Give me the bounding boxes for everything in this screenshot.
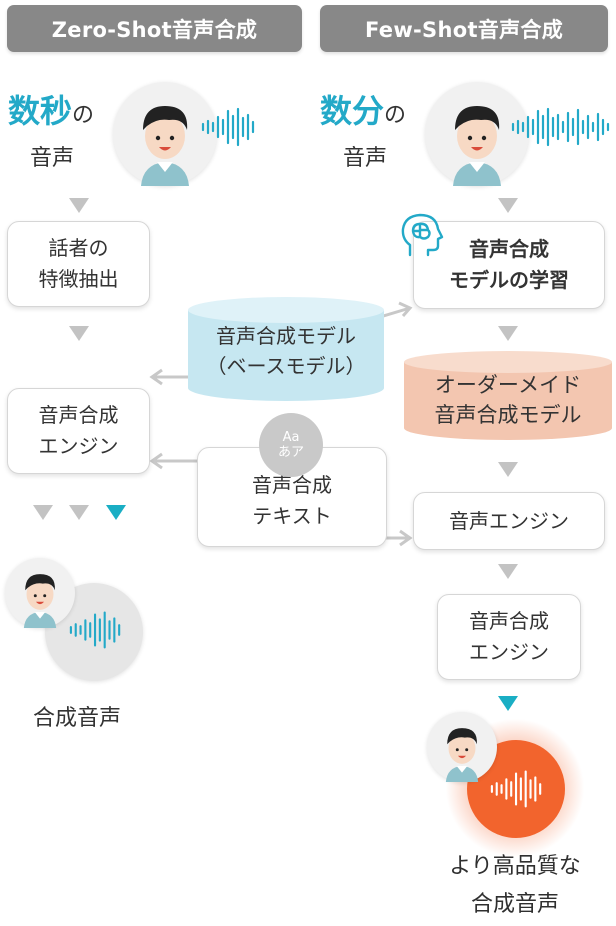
down-triangle-icon: [498, 696, 518, 711]
arrow-icon: [149, 452, 163, 470]
voice-engine-box: 音声エンジン: [413, 492, 605, 550]
down-triangle-icon: [498, 462, 518, 477]
left-engine-line2: エンジン: [38, 434, 119, 458]
badge-line1: Aa: [282, 430, 300, 445]
arrow-icon: [398, 301, 413, 317]
text-box-line1: 音声合成: [252, 473, 332, 497]
arrow-icon: [149, 368, 163, 386]
custom-model-text: オーダーメイド 音声合成モデル: [402, 367, 614, 433]
model-training-box: 音声合成 モデルの学習: [413, 221, 605, 309]
person-avatar-icon: [113, 82, 217, 186]
down-triangle-icon: [69, 198, 89, 213]
right-output-line1: より高品質な: [449, 854, 581, 879]
arrow-icon: [399, 529, 413, 547]
down-triangle-icon: [69, 326, 89, 341]
person-avatar-icon: [425, 82, 529, 186]
sound-wave-icon: [69, 611, 121, 649]
base-model-line1: 音声合成モデル: [216, 324, 356, 348]
training-line1: 音声合成: [469, 237, 549, 261]
down-triangle-icon: [498, 326, 518, 341]
zero-shot-header: Zero-Shot音声合成: [7, 5, 302, 52]
left-engine-line1: 音声合成: [38, 403, 119, 427]
sound-wave-icon: [490, 770, 542, 808]
person-avatar-icon: [427, 712, 497, 782]
speaker-feature-line1: 話者の: [48, 236, 109, 260]
few-shot-header: Few-Shot音声合成: [320, 5, 608, 52]
down-triangle-icon: [69, 505, 89, 520]
text-box-line2: テキスト: [252, 504, 332, 528]
custom-model-cylinder: [404, 351, 612, 440]
right-engine-line1: 音声合成: [469, 609, 549, 633]
custom-model-line2: 音声合成モデル: [434, 403, 582, 427]
left-no-text: の: [72, 103, 95, 128]
base-model-line2: （ベースモデル）: [206, 354, 366, 378]
right-engine-line2: エンジン: [469, 640, 549, 664]
left-synth-engine-box: 音声合成 エンジン: [7, 388, 150, 474]
base-model-text: 音声合成モデル （ベースモデル）: [186, 318, 386, 384]
sound-wave-icon: [201, 107, 255, 147]
speaker-feature-box: 話者の 特徴抽出: [7, 221, 150, 307]
person-avatar-icon: [5, 558, 75, 628]
voice-engine-label: 音声エンジン: [449, 508, 569, 533]
right-synth-engine-box: 音声合成 エンジン: [437, 594, 581, 680]
left-voice-text: 音声: [30, 146, 75, 171]
sound-wave-icon: [511, 107, 610, 147]
left-output-label: 合成音声: [33, 706, 122, 731]
right-no-text: の: [384, 103, 407, 128]
right-voice-text: 音声: [343, 146, 388, 171]
down-triangle-icon: [33, 505, 53, 520]
right-output-label: より高品質な 合成音声: [420, 848, 610, 924]
training-line2: モデルの学習: [449, 268, 569, 292]
base-model-cylinder: [188, 297, 384, 401]
down-triangle-icon: [498, 564, 518, 579]
text-font-badge: Aa あア: [259, 413, 323, 477]
left-duration-text: 数秒: [8, 92, 73, 130]
speaker-feature-line2: 特徴抽出: [38, 267, 119, 291]
right-input-caption: 数分の: [320, 86, 430, 132]
custom-model-line1: オーダーメイド: [434, 373, 582, 397]
left-input-caption: 数秒の: [8, 86, 118, 132]
badge-line2: あア: [277, 445, 304, 460]
right-duration-text: 数分: [320, 92, 385, 130]
right-output-line2: 合成音声: [470, 892, 559, 917]
brain-head-icon: [401, 213, 444, 257]
down-triangle-icon: [498, 198, 518, 213]
down-triangle-icon: [106, 505, 126, 520]
